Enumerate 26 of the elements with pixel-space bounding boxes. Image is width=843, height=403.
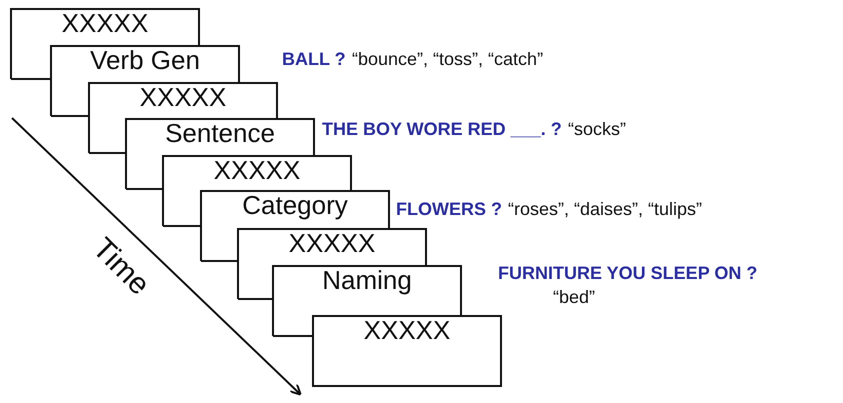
response-text: “bounce”, “toss”, “catch” (352, 48, 544, 70)
card-text: XXXXX (138, 82, 228, 113)
stimulus-card (10, 8, 200, 80)
response-text: “roses”, “daises”, “tulips” (508, 198, 702, 220)
card-text: XXXXX (288, 228, 376, 259)
stimulus-card (125, 118, 315, 190)
stimulus-card (162, 155, 352, 227)
stimulus-card (272, 265, 462, 337)
card-text: XXXXX (60, 8, 150, 39)
stimulus-card (88, 82, 278, 154)
card-text: XXXXX (212, 155, 302, 186)
cue-text: FLOWERS ? (396, 198, 502, 220)
stimulus-card (237, 228, 427, 300)
card-text: Naming (321, 265, 413, 296)
stimulus-card (312, 315, 502, 387)
card-text: Category (241, 190, 349, 221)
cue-text: FURNITURE YOU SLEEP ON ? (498, 262, 758, 284)
stimulus-card (200, 190, 390, 262)
cue-text: BALL ? (282, 48, 346, 70)
response-text: “bed” (553, 286, 596, 308)
card-text: Sentence (164, 118, 276, 149)
response-text: “socks” (568, 118, 626, 140)
cue-text: THE BOY WORE RED ___. ? (322, 118, 562, 140)
stimulus-card (50, 45, 240, 117)
card-text: Verb Gen (89, 45, 201, 76)
card-text: XXXXX (362, 315, 452, 346)
